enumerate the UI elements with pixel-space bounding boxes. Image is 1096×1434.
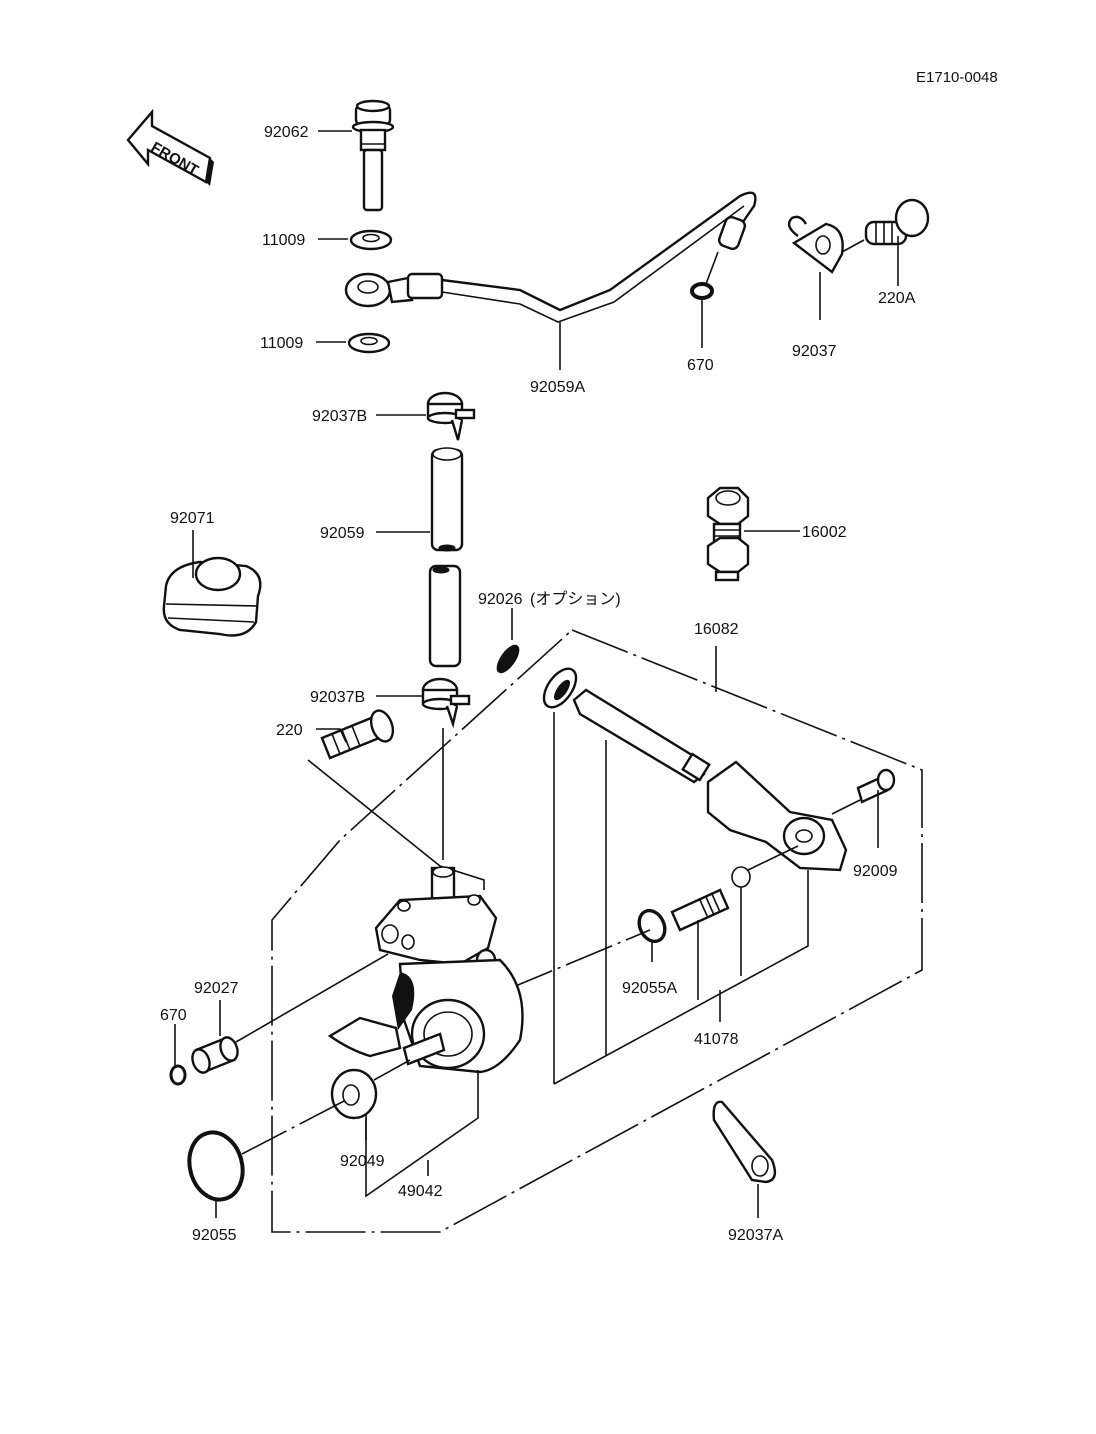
oil-seal-16082[interactable] xyxy=(538,663,583,713)
o-ring-92055A[interactable] xyxy=(634,906,669,945)
label-92027: 92027 xyxy=(194,980,239,997)
label-92037B-bottom: 92037B xyxy=(310,689,365,706)
label-92037: 92037 xyxy=(792,343,837,360)
oil-pipe-92059A[interactable] xyxy=(344,191,757,323)
pump-cover[interactable] xyxy=(706,760,848,872)
screw-92009[interactable] xyxy=(856,768,896,804)
label-11009-top: 11009 xyxy=(262,232,305,249)
hose-clip-92037B-bottom[interactable] xyxy=(421,677,471,729)
washer-11009-top[interactable] xyxy=(349,229,393,251)
label-92055: 92055 xyxy=(192,1227,237,1244)
banjo-bolt-92062[interactable] xyxy=(351,99,395,212)
label-92009: 92009 xyxy=(853,863,898,880)
o-ring-670-top[interactable] xyxy=(690,282,714,300)
label-92071: 92071 xyxy=(170,510,215,527)
washer-11009-bottom[interactable] xyxy=(347,332,391,354)
oil-seal-92049[interactable] xyxy=(330,1068,378,1120)
label-92037B-top: 92037B xyxy=(312,408,367,425)
drawing-code: E1710-0048 xyxy=(916,69,998,86)
bolt-220[interactable] xyxy=(320,708,397,760)
clamp-92037A[interactable] xyxy=(712,1100,777,1184)
bolt-220A[interactable] xyxy=(864,198,930,246)
label-92059A: 92059A xyxy=(530,379,585,396)
o-ring-41078[interactable] xyxy=(731,866,751,888)
label-16082: 16082 xyxy=(694,621,739,638)
label-92049: 92049 xyxy=(340,1153,385,1170)
dowel-pin-92027[interactable] xyxy=(189,1035,240,1075)
label-92026-note: (オプション) xyxy=(530,590,621,608)
o-ring-670-bottom[interactable] xyxy=(169,1064,187,1086)
label-92037A: 92037A xyxy=(728,1227,783,1244)
label-11009-bottom: 11009 xyxy=(260,335,303,352)
plunger-41078[interactable] xyxy=(670,888,730,932)
label-220A: 220A xyxy=(878,290,916,307)
clamp-92037[interactable] xyxy=(787,215,844,274)
assembly-16082-boundary xyxy=(271,629,923,1233)
label-220: 220 xyxy=(276,722,303,739)
cap-92071[interactable] xyxy=(162,556,262,637)
front-arrow-icon: FRONT xyxy=(126,108,214,186)
label-92062: 92062 xyxy=(264,124,309,141)
shim-92026[interactable] xyxy=(493,642,523,676)
label-49042: 49042 xyxy=(398,1183,443,1200)
label-41078: 41078 xyxy=(694,1031,739,1048)
label-92026: 92026 xyxy=(478,591,523,608)
o-ring-92055[interactable] xyxy=(182,1126,250,1205)
label-16002: 16002 xyxy=(802,524,847,541)
label-670-top: 670 xyxy=(687,357,714,374)
label-670-bottom: 670 xyxy=(160,1007,187,1024)
hose-clip-92037B-top[interactable] xyxy=(426,391,476,441)
label-92059: 92059 xyxy=(320,525,365,542)
hose-92059[interactable] xyxy=(428,447,464,668)
oil-pump-body-49042[interactable] xyxy=(327,866,524,1074)
pump-shaft[interactable] xyxy=(572,688,711,784)
bolt-nut-16002[interactable] xyxy=(706,486,750,582)
label-92055A: 92055A xyxy=(622,980,677,997)
